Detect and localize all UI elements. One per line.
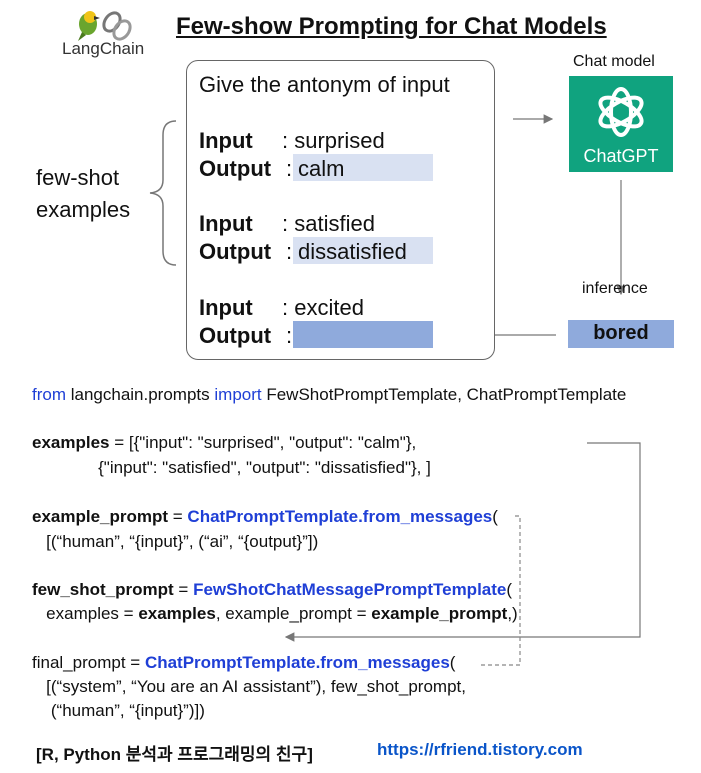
arrow-examples-to-fewshot	[284, 442, 641, 642]
input-label: Input	[199, 295, 253, 320]
code-text: , example_prompt =	[215, 604, 372, 623]
prompt-card	[186, 60, 495, 360]
code-var: examples	[138, 604, 216, 623]
code-eq: =	[173, 580, 194, 599]
code-fn: ChatPromptTemplate.from_messages	[144, 653, 450, 672]
page-title: Few-show Prompting for Chat Models	[176, 13, 607, 40]
inference-result-box	[568, 320, 674, 348]
code-line-final-prompt-2: [(“system”, “You are an AI assistant”), …	[32, 677, 466, 696]
separator: :	[282, 295, 289, 320]
code-imports: FewShotPromptTemplate, ChatPromptTemplat…	[261, 385, 627, 404]
input-value: surprised	[294, 128, 385, 153]
fewshot-brace	[149, 120, 177, 266]
inference-result: bored	[593, 322, 649, 344]
code-var-fewshot-prompt: few_shot_prompt	[32, 580, 174, 599]
code-examples-rest: = [{"input": "surprised", "output": "cal…	[109, 433, 417, 452]
separator: :	[282, 211, 289, 236]
code-line-import: from langchain.prompts import FewShotPro…	[32, 385, 626, 405]
code-keyword-import: import	[214, 385, 262, 404]
output-label: Output	[199, 323, 272, 348]
code-text: examples =	[32, 604, 139, 623]
openai-logo-icon	[598, 87, 644, 137]
example-2-input-value-row: : satisfied	[282, 211, 375, 237]
chatgpt-name: ChatGPT	[583, 146, 659, 166]
logo-text: LangChain	[62, 39, 145, 58]
code-keyword-from: from	[32, 385, 66, 404]
separator: :	[286, 156, 293, 181]
prompt-instruction: Give the antonym of input	[199, 72, 450, 97]
example-1-input-value-row: : surprised	[282, 128, 385, 154]
code-text: ,)	[507, 604, 518, 623]
code-eq: =	[168, 507, 188, 526]
code-var-final-prompt: final_prompt	[32, 653, 126, 672]
input-label: Input	[199, 128, 253, 153]
footer-url-link[interactable]: https://rfriend.tistory.com	[377, 740, 583, 759]
footer-tagline: [R, Python 분석과 프로그래밍의 친구]	[36, 745, 313, 764]
query-output-row: Output	[199, 323, 271, 349]
output-value: dissatisfied	[298, 239, 407, 264]
code-fn: FewShotChatMessagePromptTemplate	[193, 580, 507, 599]
example-1-output-row: Output	[199, 156, 271, 182]
code-line-fewshot-prompt-2: examples = examples, example_prompt = ex…	[32, 604, 518, 624]
output-label: Output	[199, 156, 272, 181]
query-input-row: Input	[199, 295, 253, 321]
code-line-final-prompt-3: (“human”, “{input}”)])	[32, 701, 205, 720]
code-line-fewshot-prompt: few_shot_prompt = FewShotChatMessageProm…	[32, 580, 512, 600]
code-fn: ChatPromptTemplate.from_messages	[187, 507, 493, 526]
code-line-examples: examples = [{"input": "surprised", "outp…	[32, 433, 416, 453]
input-value: satisfied	[294, 211, 375, 236]
query-input-value-row: : excited	[282, 295, 364, 321]
output-value: calm	[298, 156, 345, 181]
fewshot-label: few-shot examples	[36, 162, 130, 226]
chat-model-label: Chat model	[573, 53, 655, 70]
code-var: example_prompt	[371, 604, 508, 623]
query-output-blank	[293, 321, 433, 348]
code-paren: (	[449, 653, 456, 672]
fewshot-label-line2: examples	[36, 197, 131, 222]
code-line-example-prompt-2: [(“human”, “{input}”, (“ai”, “{output}”]…	[32, 532, 319, 551]
output-highlight	[293, 154, 433, 181]
output-highlight	[293, 237, 433, 264]
code-var-examples: examples	[32, 433, 110, 452]
code-line-examples-2: {"input": "satisfied", "output": "dissat…	[32, 458, 431, 477]
code-eq: =	[125, 653, 145, 672]
inference-label: inference	[582, 280, 648, 297]
separator: :	[286, 239, 293, 264]
output-label: Output	[199, 239, 272, 264]
example-2-input-row: Input	[199, 211, 253, 237]
separator: :	[282, 128, 289, 153]
code-line-final-prompt: final_prompt = ChatPromptTemplate.from_m…	[32, 653, 455, 673]
code-module: langchain.prompts	[66, 385, 215, 404]
input-value: excited	[294, 295, 364, 320]
parrot-chain-logo-icon	[78, 11, 132, 41]
code-paren: (	[492, 507, 498, 526]
code-line-example-prompt: example_prompt = ChatPromptTemplate.from…	[32, 507, 498, 527]
example-2-output-row: Output	[199, 239, 271, 265]
input-label: Input	[199, 211, 253, 236]
code-paren: (	[506, 580, 513, 599]
code-var-example-prompt: example_prompt	[32, 507, 169, 526]
example-1-input-row: Input	[199, 128, 253, 154]
fewshot-label-line1: few-shot	[36, 165, 120, 190]
separator: :	[286, 323, 293, 348]
dashed-link-example-to-final	[480, 515, 521, 666]
